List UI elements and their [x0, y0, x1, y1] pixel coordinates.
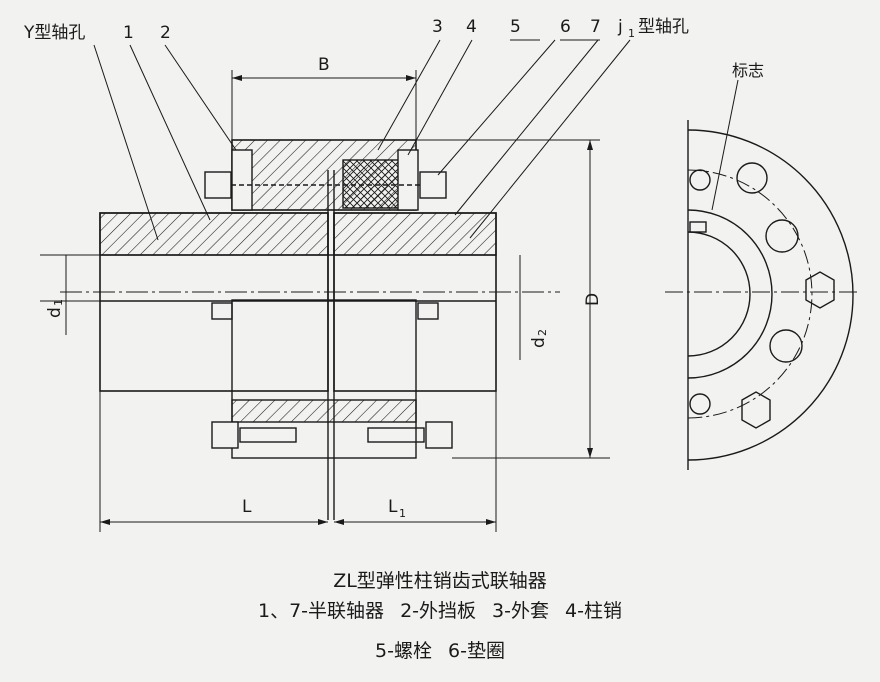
right-end-plate [397, 149, 419, 211]
label-j1-sub: 1 [628, 27, 635, 40]
mark-key [689, 221, 707, 233]
pitch-circle [687, 169, 813, 419]
section-view [40, 39, 739, 532]
dim-L1-sub: 1 [399, 507, 406, 520]
outer-rim [687, 129, 854, 461]
bolt-hex-1 [805, 271, 835, 309]
labels: Y型轴孔 1 2 3 4 5 6 7 j 1 型轴孔 标志 B D d 1 d … [23, 17, 764, 520]
label-mark: 标志 [732, 61, 764, 80]
middle-rim [687, 209, 773, 379]
left-hub-hatch [99, 212, 329, 256]
dim-L-label: L [242, 497, 252, 517]
lower-flange [231, 299, 417, 459]
label-5: 5 [510, 17, 521, 37]
dim-D-label: D [583, 293, 603, 306]
pin-hole-1 [736, 162, 768, 194]
key-left [211, 302, 233, 320]
label-j1-prefix: j [617, 17, 623, 37]
label-3: 3 [432, 17, 443, 37]
bolt-body-left-bottom [239, 427, 297, 443]
elastic-pin-zone [342, 159, 406, 209]
end-view [665, 120, 860, 470]
left-end-plate [231, 149, 253, 211]
key-right [417, 302, 439, 320]
pin-hole-4 [689, 169, 711, 191]
pin-hole-2 [765, 219, 799, 253]
pin-hole-5 [689, 393, 711, 415]
label-4: 4 [466, 17, 477, 37]
leader-lines [93, 39, 739, 241]
label-7: 7 [590, 17, 601, 37]
dim-d2-sub: 2 [536, 329, 549, 336]
lower-sleeve-hatch [231, 399, 417, 423]
bolt-head-left-top [204, 171, 232, 199]
right-hub-hatch [333, 212, 497, 256]
caption-parts-line1: 1、7-半联轴器 2-外挡板 3-外套 4-柱销 [258, 600, 622, 622]
dim-d2-label: d [529, 337, 549, 348]
label-1: 1 [123, 23, 134, 43]
bolt-head-right-bottom [425, 421, 453, 449]
caption-title: ZL型弹性柱销齿式联轴器 [333, 570, 547, 592]
dim-d1-sub: 1 [52, 299, 65, 306]
arrowheads [100, 75, 593, 525]
dim-B-label: B [318, 55, 330, 75]
caption-parts-line2: 5-螺栓 6-垫圈 [375, 640, 505, 662]
bolt-head-left-bottom [211, 421, 239, 449]
label-y-bore: Y型轴孔 [23, 23, 85, 43]
bolt-body-right-bottom [367, 427, 425, 443]
pin-hole-3 [769, 329, 803, 363]
bolt-head-right-top [419, 171, 447, 199]
dim-L1-label: L [388, 497, 398, 517]
label-2: 2 [160, 23, 171, 43]
bolt-hex-2 [741, 391, 771, 429]
label-j1-bore: 型轴孔 [638, 17, 689, 37]
label-6: 6 [560, 17, 571, 37]
inner-rim [687, 231, 751, 357]
dim-d1-label: d [45, 307, 65, 318]
